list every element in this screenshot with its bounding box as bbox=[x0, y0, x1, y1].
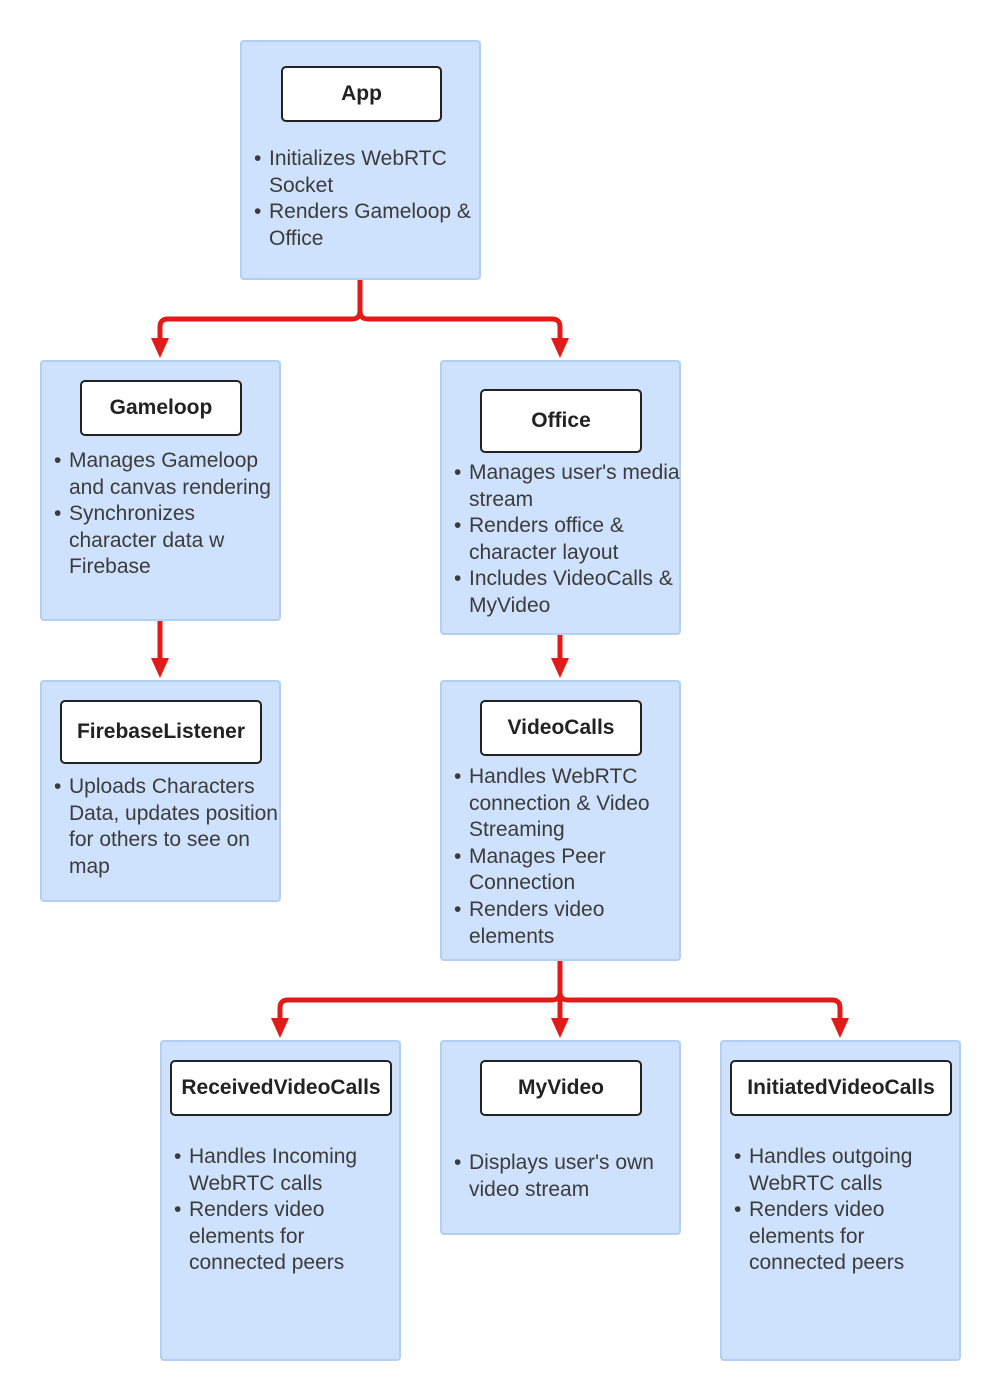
node-firebaselistener-title: FirebaseListener bbox=[60, 700, 262, 764]
arrowhead-receivedvideocalls bbox=[271, 1018, 289, 1038]
bullet-item: Renders video elements for connected pee… bbox=[174, 1197, 400, 1277]
bullet-item: Renders video elements bbox=[454, 897, 680, 950]
node-initiatedvideocalls: InitiatedVideoCalls Handles outgoing Web… bbox=[720, 1040, 961, 1361]
node-myvideo-title: MyVideo bbox=[480, 1060, 642, 1116]
node-office-bullets: Manages user's media stream Renders offi… bbox=[454, 460, 680, 620]
bullet-item: Manages user's media stream bbox=[454, 460, 680, 513]
arrowhead-videocalls bbox=[551, 658, 569, 678]
edge-videocalls-to-receivedvideocalls bbox=[277, 961, 563, 1020]
node-office: Office Manages user's media stream Rende… bbox=[440, 360, 681, 635]
arrowhead-initiatedvideocalls bbox=[831, 1018, 849, 1038]
arrowhead-myvideo bbox=[551, 1018, 569, 1038]
node-receivedvideocalls: ReceivedVideoCalls Handles Incoming WebR… bbox=[160, 1040, 401, 1361]
bullet-item: Renders office & character layout bbox=[454, 513, 680, 566]
node-office-title: Office bbox=[480, 389, 642, 453]
node-initiatedvideocalls-bullets: Handles outgoing WebRTC calls Renders vi… bbox=[734, 1144, 960, 1277]
node-firebaselistener-bullets: Uploads Characters Data, updates positio… bbox=[54, 774, 280, 880]
node-initiatedvideocalls-title: InitiatedVideoCalls bbox=[730, 1060, 952, 1116]
edge-videocalls-to-initiatedvideocalls bbox=[557, 961, 843, 1020]
node-receivedvideocalls-bullets: Handles Incoming WebRTC calls Renders vi… bbox=[174, 1144, 400, 1277]
bullet-item: Renders Gameloop & Office bbox=[254, 199, 476, 252]
node-videocalls-title: VideoCalls bbox=[480, 700, 642, 756]
node-myvideo: MyVideo Displays user's own video stream bbox=[440, 1040, 681, 1235]
arrowhead-gameloop bbox=[151, 338, 169, 358]
node-app-bullets: Initializes WebRTC Socket Renders Gamelo… bbox=[254, 146, 476, 252]
bullet-item: Manages Peer Connection bbox=[454, 844, 680, 897]
bullet-item: Displays user's own video stream bbox=[454, 1150, 680, 1203]
node-gameloop-bullets: Manages Gameloop and canvas rendering Sy… bbox=[54, 448, 280, 581]
arrowhead-office bbox=[551, 338, 569, 358]
bullet-item: Handles Incoming WebRTC calls bbox=[174, 1144, 400, 1197]
edge-app-to-office bbox=[357, 280, 563, 340]
node-app-title: App bbox=[281, 66, 442, 122]
bullet-item: Renders video elements for connected pee… bbox=[734, 1197, 960, 1277]
node-gameloop: Gameloop Manages Gameloop and canvas ren… bbox=[40, 360, 281, 621]
bullet-item: Includes VideoCalls & MyVideo bbox=[454, 566, 680, 619]
arrowhead-firebaselistener bbox=[151, 658, 169, 678]
node-gameloop-title: Gameloop bbox=[80, 380, 242, 436]
node-receivedvideocalls-title: ReceivedVideoCalls bbox=[170, 1060, 392, 1116]
node-myvideo-bullets: Displays user's own video stream bbox=[454, 1150, 680, 1203]
bullet-item: Uploads Characters Data, updates positio… bbox=[54, 774, 280, 880]
bullet-item: Manages Gameloop and canvas rendering bbox=[54, 448, 280, 501]
bullet-item: Handles WebRTC connection & Video Stream… bbox=[454, 764, 680, 844]
bullet-item: Synchronizes character data w Firebase bbox=[54, 501, 280, 581]
bullet-item: Initializes WebRTC Socket bbox=[254, 146, 476, 199]
bullet-item: Handles outgoing WebRTC calls bbox=[734, 1144, 960, 1197]
node-app: App Initializes WebRTC Socket Renders Ga… bbox=[240, 40, 481, 280]
edge-app-to-gameloop bbox=[157, 280, 363, 340]
node-firebaselistener: FirebaseListener Uploads Characters Data… bbox=[40, 680, 281, 902]
node-videocalls: VideoCalls Handles WebRTC connection & V… bbox=[440, 680, 681, 961]
node-videocalls-bullets: Handles WebRTC connection & Video Stream… bbox=[454, 764, 680, 950]
